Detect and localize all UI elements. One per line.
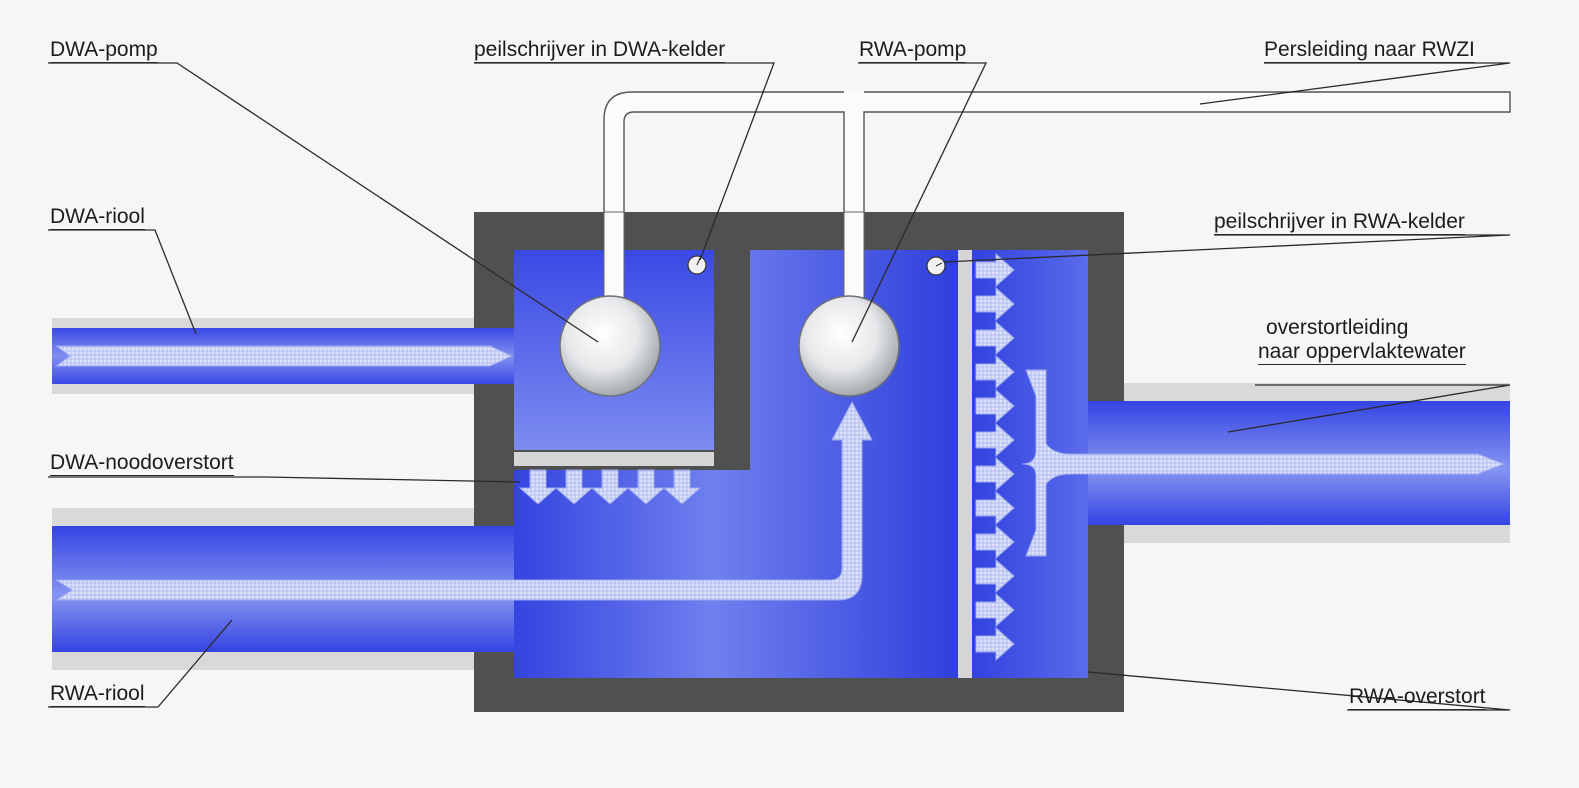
peilschrijver-dwa-icon — [687, 255, 707, 275]
dwa-overflow-sill — [514, 452, 714, 466]
persleiding-pipe — [603, 90, 1511, 301]
pumping-station — [474, 211, 1124, 712]
label-rwa-overstort: RWA-overstort — [1349, 685, 1486, 710]
label-persleiding: Persleiding naar RWZI — [1264, 38, 1475, 63]
label-dwa-riool: DWA-riool — [50, 205, 145, 230]
label-overstortleiding-line2: naar oppervlaktewater — [1258, 340, 1466, 365]
peilschrijver-rwa-icon — [926, 256, 946, 276]
label-dwa-pomp: DWA-pomp — [50, 38, 158, 63]
weir-wall — [958, 250, 972, 678]
label-peilschrijver-dwa: peilschrijver in DWA-kelder — [474, 38, 726, 63]
label-rwa-pomp: RWA-pomp — [859, 38, 967, 63]
flow-arrows — [54, 252, 1506, 662]
leader-lines — [48, 62, 1511, 711]
dwa-pomp-icon — [559, 295, 661, 397]
label-dwa-noodoverstort: DWA-noodoverstort — [50, 451, 234, 476]
label-peilschrijver-rwa: peilschrijver in RWA-kelder — [1214, 210, 1465, 235]
rwa-pomp-icon — [798, 295, 900, 397]
label-overstortleiding-line1: overstortleiding — [1266, 316, 1409, 339]
label-rwa-riool: RWA-riool — [50, 682, 145, 707]
